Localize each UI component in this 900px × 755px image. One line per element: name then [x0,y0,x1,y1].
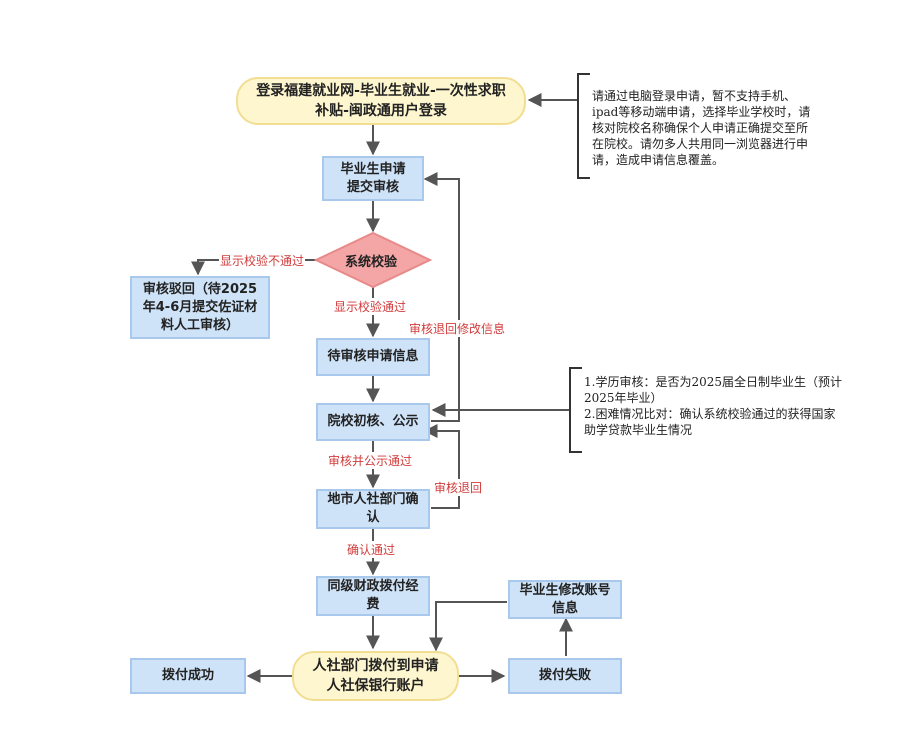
fail-node: 拨付失败 [508,658,622,694]
pending-node-text: 待审核申请信息 [327,349,419,364]
login-note: 请通过电脑登录申请，暂不支持手机、 ipad等移动端申请，选择毕业学校时，请 核… [592,89,811,167]
finance-node: 同级财政拨付经 费 [316,576,430,616]
reject-node-text: 审核驳回（待2025 年4-6月提交佐证材 料人工审核） [142,281,258,333]
fail-node-text: 拨付失败 [538,668,591,683]
school-node: 院校初核、公示 [316,403,430,441]
label-city-return: 审核退回 [433,479,484,496]
label-check-fail: 显示校验不通过 [219,252,306,269]
pending-node: 待审核申请信息 [316,338,430,376]
school-note: 1.学历审核：是否为2025届全日制毕业生（预计 2025年毕业） 2.困难情况… [584,375,842,437]
check-diamond [313,231,433,289]
school-node-text: 院校初核、公示 [327,414,419,429]
finance-node-text: 同级财政拨付经 费 [327,579,419,612]
pay-node: 人社部门拨付到申请 人社保银行账户 [292,651,459,701]
label-return-modify: 审核退回修改信息 [408,320,507,337]
check-node-text: 系统校验 [345,255,398,270]
reject-node: 审核驳回（待2025 年4-6月提交佐证材 料人工审核） [130,276,270,339]
arrow-city-return [423,424,460,509]
login-node: 登录福建就业网-毕业生就业-一次性求职 补贴-闽政通用户登录 [236,77,526,125]
arrow-return-modify [423,172,460,422]
modify-node: 毕业生修改账号 信息 [508,580,622,619]
school-note-bracket [569,367,582,453]
apply-node: 毕业生申请 提交审核 [322,156,424,201]
city-node-text: 地市人社部门确 认 [327,492,419,525]
label-confirm-pass: 确认通过 [346,541,397,558]
pay-node-text: 人社部门拨付到申请 人社保银行账户 [312,658,439,694]
city-node: 地市人社部门确 认 [316,489,430,529]
modify-node-text: 毕业生修改账号 信息 [519,582,611,616]
arrow-modify-pay [429,601,507,652]
label-school-pass: 审核并公示通过 [327,452,414,469]
label-check-pass: 显示校验通过 [333,298,408,315]
success-node: 拨付成功 [130,658,246,694]
success-node-text: 拨付成功 [161,668,214,683]
login-note-bracket [577,73,590,179]
login-node-text: 登录福建就业网-毕业生就业-一次性求职 补贴-闽政通用户登录 [256,83,506,119]
apply-node-text: 毕业生申请 提交审核 [340,161,406,195]
